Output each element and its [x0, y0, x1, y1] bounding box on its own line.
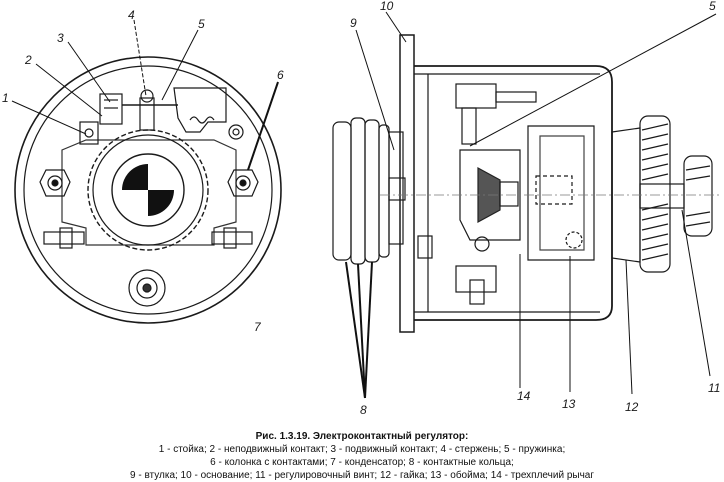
- rod: [139, 97, 155, 131]
- contact-ring-1: [332, 121, 352, 261]
- caption-line-1: 1 - стойка; 2 - неподвижный контакт; 3 -…: [158, 444, 566, 455]
- caption-title: Рис. 1.3.19. Электроконтактный регулятор…: [255, 431, 469, 442]
- bracket-nut: [228, 124, 244, 140]
- lower-pin-right: [211, 231, 253, 245]
- capacitor-core: [142, 283, 152, 293]
- contact-ring-4: [378, 124, 390, 258]
- label-10: 10: [380, 0, 394, 13]
- cam-hub: [111, 153, 185, 227]
- contact-column-left: [39, 169, 71, 197]
- contact-ring-3: [364, 119, 380, 263]
- dashed-slider: [535, 175, 573, 205]
- base-plate: [399, 34, 415, 333]
- lower-pin-right-inner: [223, 227, 237, 249]
- lower-contact-post: [469, 279, 485, 305]
- label-3: 3: [57, 31, 64, 45]
- regulator-figure: 1 2 3 4 5 6 7 9 10 5 8 14 13 12 11: [2, 0, 720, 417]
- contact-ring-2: [350, 117, 366, 265]
- lower-pin-left-inner: [59, 227, 73, 249]
- cam-sector-right: [148, 190, 174, 216]
- label-7: 7: [254, 320, 262, 334]
- housing-box: [414, 65, 613, 321]
- cam-sector-left: [122, 164, 148, 190]
- part-labels: 1 2 3 4 5 6 7 9 10 5 8 14 13 12 11: [2, 0, 720, 417]
- spring-bracket: [173, 87, 227, 133]
- three-arm-lever: [459, 149, 521, 241]
- label-2: 2: [24, 53, 32, 67]
- rod-cap: [140, 89, 154, 103]
- cage: [527, 125, 595, 261]
- label-13: 13: [562, 397, 576, 411]
- lever-pivot: [474, 236, 490, 252]
- capacitor-outer: [128, 269, 166, 307]
- front-view: [14, 56, 282, 324]
- label-9: 9: [350, 16, 357, 30]
- screw-end-cap: [683, 155, 713, 237]
- inner-housing-ring: [23, 65, 273, 315]
- caption-line-3: 9 - втулка; 10 - основание; 11 - регулир…: [130, 470, 594, 481]
- label-5-right: 5: [709, 0, 716, 13]
- spring: [189, 116, 215, 124]
- figure-caption: Рис. 1.3.19. Электроконтактный регулятор…: [0, 430, 724, 482]
- label-4: 4: [128, 8, 135, 22]
- top-contact-post: [461, 107, 477, 145]
- label-12: 12: [625, 400, 639, 414]
- cage-inner: [539, 135, 585, 251]
- top-contact-block: [455, 83, 497, 109]
- bushing: [388, 131, 404, 245]
- fixed-contact: [99, 93, 123, 125]
- label-8: 8: [360, 403, 367, 417]
- capacitor-inner: [136, 277, 158, 299]
- caption-line-2: 6 - колонка с контактами; 7 - конденсато…: [210, 457, 514, 468]
- knurl-pattern: [641, 123, 669, 261]
- label-6: 6: [277, 68, 284, 82]
- contact-column-right: [227, 169, 259, 197]
- adjusting-screw-shaft: [639, 183, 685, 209]
- stand-screw: [84, 128, 94, 138]
- side-view: [332, 34, 720, 333]
- label-1: 1: [2, 91, 9, 105]
- label-14: 14: [517, 389, 531, 403]
- outer-housing: [14, 56, 282, 324]
- label-11: 11: [708, 381, 720, 395]
- lower-contact-block: [455, 265, 497, 293]
- bushing-shaft: [388, 177, 406, 201]
- screw-end-knurl: [685, 165, 711, 227]
- bracket-nut-inner: [232, 128, 240, 136]
- gear-rim: [92, 134, 204, 246]
- lever-screw-head: [499, 181, 519, 207]
- lower-pin-left: [43, 231, 85, 245]
- top-contact-arm: [495, 91, 537, 103]
- dashed-pin: [565, 231, 583, 249]
- label-5-left: 5: [198, 17, 205, 31]
- knurled-knob: [639, 115, 671, 273]
- side-bolt: [417, 235, 433, 259]
- leader-lines: [11, 11, 717, 399]
- stand: [79, 121, 99, 145]
